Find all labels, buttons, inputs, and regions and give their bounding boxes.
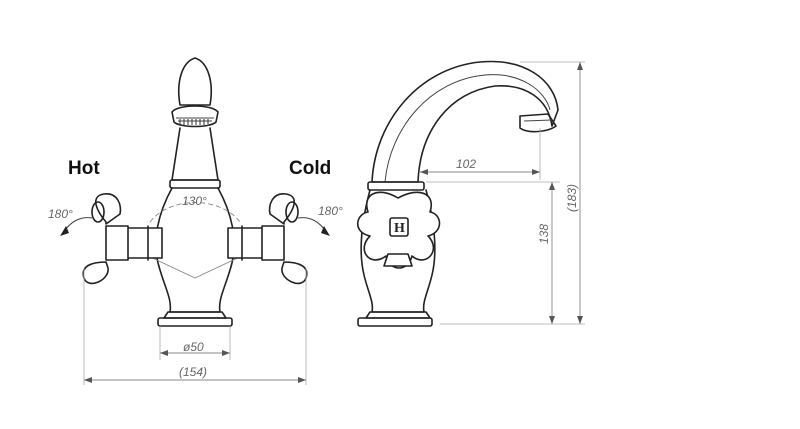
spout-cap	[178, 57, 212, 106]
side-collar	[367, 181, 425, 191]
front-collar	[169, 179, 221, 189]
front-base	[163, 311, 227, 319]
side-view: H 102 138 (183)	[356, 60, 585, 327]
side-aerator	[519, 113, 557, 133]
front-base-plate	[157, 317, 233, 327]
aerator	[171, 105, 219, 128]
front-view: Hot Cold 130° 180° 180° ø50 (154)	[48, 57, 343, 385]
hot-rotation-label: 180°	[48, 207, 73, 221]
spout-reach-label: 102	[456, 157, 476, 171]
handle-letter: H	[394, 221, 405, 236]
body-height-label: 138	[537, 224, 551, 244]
swing-angle-label: 130°	[182, 194, 207, 208]
cold-label: Cold	[289, 158, 331, 179]
handle-indicator	[389, 217, 409, 237]
hot-label: Hot	[68, 158, 100, 179]
base-diameter-label: ø50	[183, 340, 204, 354]
front-column	[171, 127, 219, 181]
side-spout	[371, 60, 559, 183]
side-base	[365, 311, 431, 319]
cold-rotation-label: 180°	[318, 204, 343, 218]
side-base-plate	[357, 317, 433, 327]
overall-width-label: (154)	[179, 365, 207, 379]
cross-handle: H	[356, 191, 441, 269]
hot-handle	[82, 193, 163, 285]
cold-rotation-arrow	[297, 217, 327, 233]
overall-height-label: (183)	[565, 184, 579, 212]
cold-handle	[227, 193, 308, 285]
